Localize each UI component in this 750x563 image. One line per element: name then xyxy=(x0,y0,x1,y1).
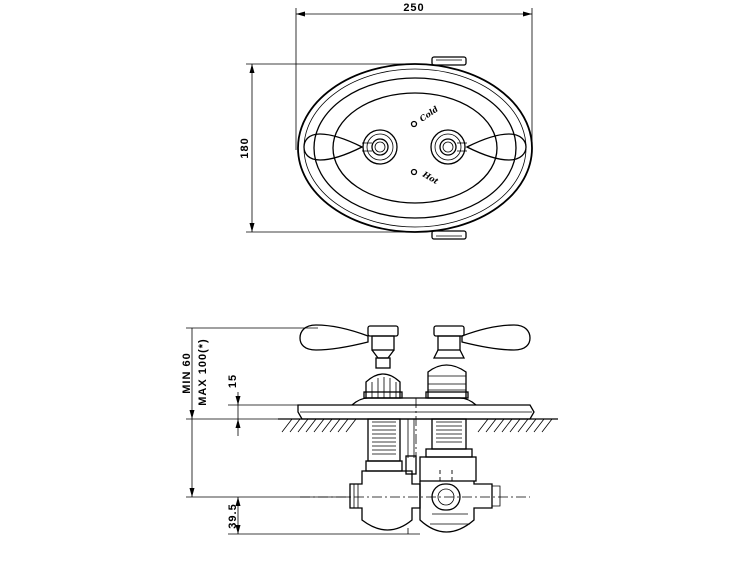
height-dimension: 180 xyxy=(239,63,420,233)
wall-surface xyxy=(278,418,558,433)
width-label: 250 xyxy=(403,2,424,14)
left-cartridge xyxy=(365,418,417,475)
valve-body xyxy=(349,456,501,534)
recess-dimension: MIN 60 MAX 100(*) xyxy=(181,328,209,497)
pipe-offset-label: 39.5 xyxy=(227,503,239,528)
left-handle-top xyxy=(303,129,398,165)
wall-depth-label: 15 xyxy=(227,374,239,388)
right-handle-top xyxy=(430,129,527,165)
faceplate-top xyxy=(297,63,533,233)
wall-depth-dimension: 15 xyxy=(227,374,241,436)
pipe-offset-dimension: 39.5 xyxy=(227,497,241,534)
hot-label: Hot xyxy=(420,169,440,187)
cold-indicator-dot xyxy=(410,120,418,128)
width-dimension: 250 xyxy=(295,2,533,150)
cold-label: Cold xyxy=(417,104,440,124)
left-handle-side xyxy=(299,324,403,399)
right-cartridge xyxy=(425,418,473,458)
right-handle-side xyxy=(425,324,531,399)
recess-min-label: MIN 60 xyxy=(181,352,193,393)
side-view: MIN 60 MAX 100(*) 15 39.5 xyxy=(181,324,558,535)
recess-max-label: MAX 100(*) xyxy=(197,338,209,405)
hot-indicator-dot xyxy=(410,168,418,176)
height-label: 180 xyxy=(239,137,251,158)
top-view: 250 180 xyxy=(239,2,533,240)
